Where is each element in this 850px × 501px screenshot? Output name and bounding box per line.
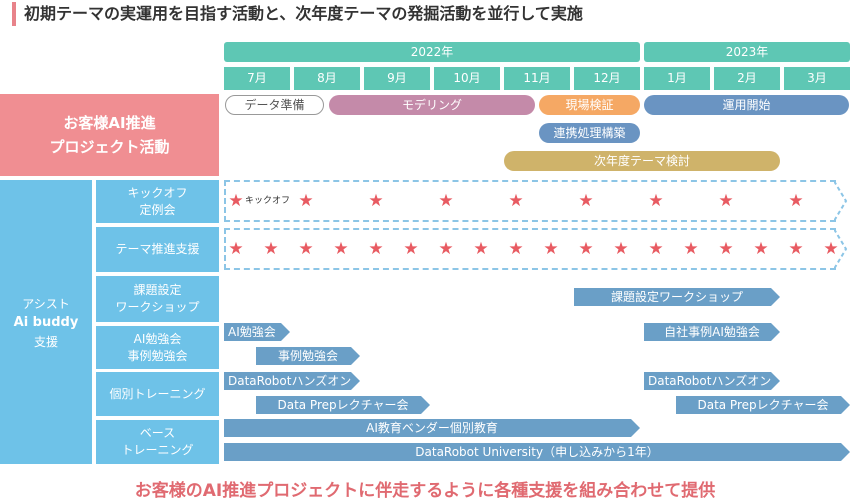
- star-icon: ★: [438, 239, 454, 259]
- star-icon: ★: [263, 239, 279, 259]
- workshop-arrow: 課題設定ワークショップ: [574, 288, 780, 306]
- star-icon: ★: [753, 239, 769, 259]
- star-icon: ★: [543, 239, 559, 259]
- star-icon: ★: [508, 239, 524, 259]
- star-icon: ★: [298, 239, 314, 259]
- month-nov: 11月: [504, 67, 570, 90]
- university-arrow: DataRobot University（申し込みから1年）: [224, 443, 850, 461]
- dr-handson-arrow-2: DataRobotハンズオン: [644, 372, 780, 390]
- star-icon: ★: [718, 239, 734, 259]
- kickoff-star-label: キックオフ: [245, 196, 291, 206]
- data-prep-lecture-arrow-2: Data Prepレクチャー会: [676, 396, 850, 414]
- star-icon: ★: [403, 239, 419, 259]
- assist-label-block: アシスト Ai buddy 支援: [0, 180, 92, 464]
- project-activity-label: お客様AI推進 プロジェクト活動: [0, 94, 219, 176]
- page-title: 初期テーマの実運用を目指す活動と、次年度テーマの発掘活動を並行して実施: [12, 2, 583, 26]
- month-jul: 7月: [224, 67, 290, 90]
- star-icon: ★: [438, 191, 454, 211]
- ai-study-arrow: AI勉強会: [224, 323, 290, 341]
- star-icon: ★: [368, 191, 384, 211]
- field-verify-bar: 現場検証: [539, 95, 640, 115]
- month-aug: 8月: [294, 67, 360, 90]
- star-icon: ★: [508, 191, 524, 211]
- integration-bar: 連携処理構築: [539, 123, 640, 143]
- kickoff-track-tip: [834, 180, 848, 222]
- star-icon: ★: [823, 239, 839, 259]
- kickoff-track: [224, 180, 836, 222]
- star-icon: ★: [228, 239, 244, 259]
- month-jan: 1月: [644, 67, 710, 90]
- data-prep-lecture-arrow-1: Data Prepレクチャー会: [256, 396, 430, 414]
- modeling-bar: モデリング: [329, 95, 535, 115]
- month-feb: 2月: [714, 67, 780, 90]
- star-icon: ★: [473, 239, 489, 259]
- year-2023: 2023年: [644, 42, 850, 62]
- next-theme-bar: 次年度テーマ検討: [504, 151, 780, 171]
- month-mar: 3月: [784, 67, 850, 90]
- star-icon: ★: [578, 191, 594, 211]
- dr-handson-arrow-1: DataRobotハンズオン: [224, 372, 360, 390]
- month-oct: 10月: [434, 67, 500, 90]
- month-sep: 9月: [364, 67, 430, 90]
- category-training: 個別トレーニング: [96, 372, 219, 416]
- category-kickoff: キックオフ 定例会: [96, 180, 219, 223]
- star-icon: ★: [788, 191, 804, 211]
- category-theme: テーマ推進支援: [96, 227, 219, 272]
- star-icon: ★: [578, 239, 594, 259]
- aibuddy-logo: Ai buddy: [13, 314, 79, 330]
- assist-label: アシスト: [22, 296, 70, 311]
- star-icon: ★: [298, 191, 314, 211]
- star-icon: ★: [333, 239, 349, 259]
- theme-track: [224, 228, 836, 270]
- star-icon: ★: [613, 239, 629, 259]
- category-study: AI勉強会 事例勉強会: [96, 326, 219, 369]
- in-house-study-arrow: 自社事例AI勉強会: [644, 323, 780, 341]
- footer-message: お客様のAI推進プロジェクトに伴走するように各種支援を組み合わせて提供: [134, 481, 716, 501]
- star-icon: ★: [683, 239, 699, 259]
- star-icon: ★: [788, 239, 804, 259]
- data-prep-bar: データ準備: [225, 95, 324, 115]
- star-icon: ★: [648, 239, 664, 259]
- assist-sub-label: 支援: [33, 334, 58, 349]
- star-icon: ★: [228, 191, 244, 211]
- case-study-arrow: 事例勉強会: [256, 347, 360, 365]
- month-dec: 12月: [574, 67, 640, 90]
- category-base: ベース トレーニング: [96, 420, 219, 464]
- ops-start-bar: 運用開始: [644, 95, 849, 115]
- star-icon: ★: [648, 191, 664, 211]
- category-workshop: 課題設定 ワークショップ: [96, 276, 219, 322]
- star-icon: ★: [718, 191, 734, 211]
- vendor-training-arrow: AI教育ベンダー個別教育: [224, 419, 640, 437]
- year-2022: 2022年: [224, 42, 640, 62]
- star-icon: ★: [368, 239, 384, 259]
- theme-track-tip: [834, 228, 848, 270]
